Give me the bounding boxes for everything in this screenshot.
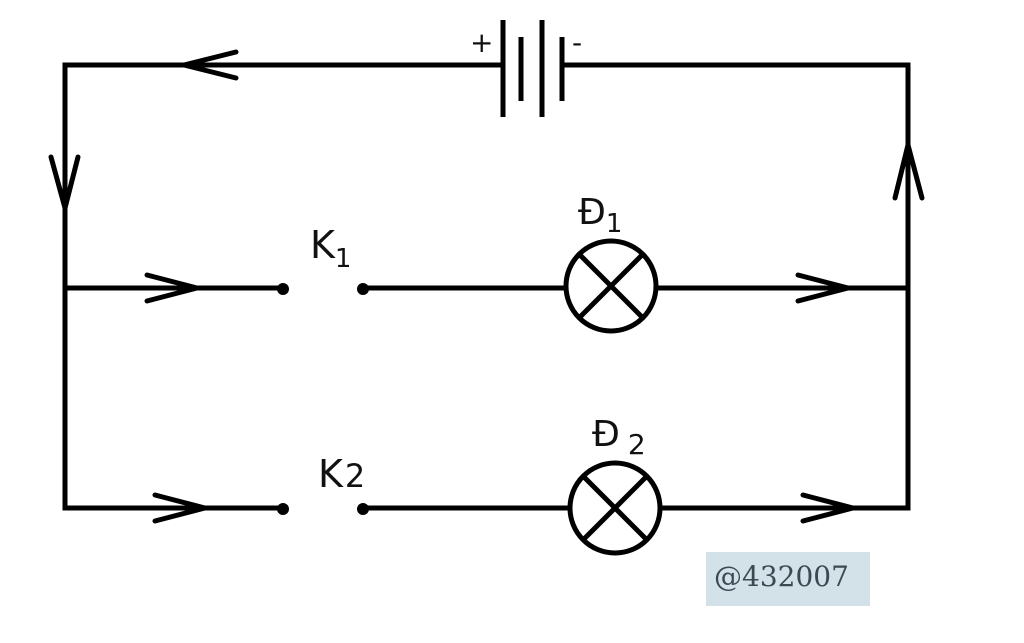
switch-k1-label: K1 bbox=[310, 223, 351, 274]
top-wire-left bbox=[62, 62, 911, 511]
switch-k1-contact-right bbox=[357, 283, 369, 295]
arrow-branch1-right bbox=[795, 272, 851, 304]
battery-minus-label: - bbox=[572, 26, 582, 59]
switch-k1-contact-left bbox=[277, 283, 289, 295]
battery: + - bbox=[470, 20, 582, 117]
battery-plus-label: + bbox=[470, 26, 493, 59]
arrow-right-up bbox=[892, 142, 925, 201]
switch-k2-label: K2 bbox=[318, 452, 365, 496]
arrow-left-down bbox=[48, 154, 81, 211]
lamp-d1: Đ1 bbox=[563, 192, 659, 334]
switch-k1: K1 bbox=[277, 223, 369, 296]
current-arrows bbox=[48, 49, 925, 524]
wires bbox=[62, 62, 911, 511]
arrow-branch1-left bbox=[144, 272, 200, 304]
switch-k2-contact-right bbox=[357, 503, 369, 515]
arrow-branch2-right bbox=[800, 492, 856, 524]
switch-k2: K2 bbox=[277, 452, 369, 516]
watermark-text: @432007 bbox=[714, 560, 849, 593]
lamp-d1-filament-b bbox=[578, 253, 644, 319]
lamp-d1-label: Đ1 bbox=[578, 192, 622, 239]
watermark: @432007 bbox=[706, 552, 870, 606]
switch-k2-contact-left bbox=[277, 503, 289, 515]
lamp-d2-filament-b bbox=[582, 475, 648, 541]
arrow-top-left bbox=[181, 49, 239, 81]
arrow-branch2-left bbox=[152, 492, 208, 524]
watermark-box bbox=[706, 552, 870, 606]
